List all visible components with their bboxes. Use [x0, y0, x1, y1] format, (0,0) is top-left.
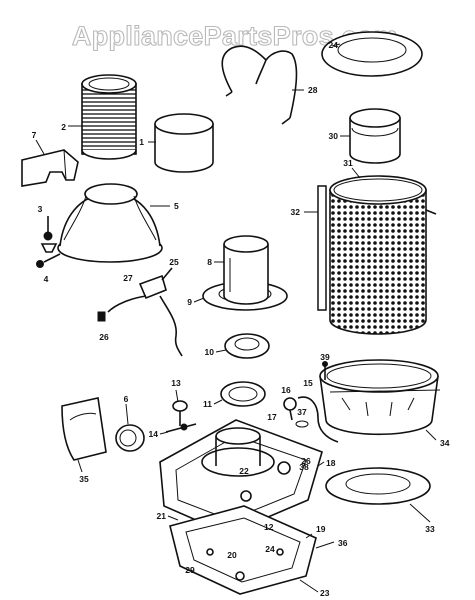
callout-6: 6: [124, 394, 129, 404]
callout-9: 9: [187, 297, 192, 307]
part-14-pin: [165, 423, 197, 433]
part-24-top-plate: [321, 31, 423, 77]
leader-lines: [35, 43, 437, 593]
part-27-igniter: [107, 267, 183, 357]
callout-1: 1: [139, 137, 144, 147]
callout-18: 18: [326, 458, 336, 468]
part-11-ring: [220, 381, 266, 407]
callout-31: 31: [343, 158, 353, 168]
part-32-rod: [317, 185, 327, 311]
callout-24b: 24: [265, 544, 275, 554]
callout-37: 37: [297, 407, 307, 417]
callout-15: 15: [303, 378, 313, 388]
callout-28: 28: [308, 85, 318, 95]
callout-33: 33: [425, 524, 435, 534]
callout-36: 36: [338, 538, 348, 548]
callout-10: 10: [205, 347, 215, 357]
callout-29: 29: [185, 565, 195, 575]
callout-25: 25: [169, 257, 179, 267]
part-6-cap: [115, 424, 145, 452]
callout-27: 27: [123, 273, 133, 283]
part-2-ringed-cylinder: [81, 74, 137, 160]
part-34-base-ring: [319, 359, 441, 436]
part-7-bracket: [21, 149, 79, 187]
part-26-clip: [97, 311, 106, 322]
callout-22: 22: [239, 466, 249, 476]
callout-23: 23: [320, 588, 330, 598]
part-1-chimney: [154, 113, 214, 173]
part-3-knob: [40, 216, 58, 253]
part-30-cylinder: [349, 108, 401, 164]
part-35-gauge-plate: [61, 397, 107, 461]
callout-11: 11: [203, 399, 212, 409]
callout-26: 26: [99, 332, 109, 342]
callout-38: 38: [299, 462, 309, 472]
part-10-gasket: [224, 333, 270, 359]
part-37-washer: [295, 420, 309, 428]
callout-8: 8: [207, 257, 212, 267]
callout-5: 5: [174, 201, 179, 211]
part-8-burner-cylinder: [223, 235, 269, 305]
part-15-wire: [297, 396, 339, 443]
callout-12: 12: [264, 522, 274, 532]
part-19-base-plate: [169, 505, 317, 595]
callout-4: 4: [44, 274, 49, 284]
part-18-tank-top: [159, 419, 323, 535]
callout-32: 32: [291, 207, 301, 217]
callout-30: 30: [329, 131, 339, 141]
callout-16: 16: [281, 385, 291, 395]
callout-7: 7: [32, 130, 37, 140]
callout-3: 3: [38, 204, 43, 214]
callout-13: 13: [171, 378, 181, 388]
part-16-fitting: [283, 397, 297, 421]
part-28-frame: [221, 45, 298, 125]
part-39-screw: [322, 361, 328, 380]
part-31-perforated-cylinder: [329, 175, 437, 335]
callout-24: 24: [329, 40, 339, 50]
callout-2: 2: [61, 122, 66, 132]
callout-19: 19: [316, 524, 326, 534]
callout-35: 35: [79, 474, 89, 484]
part-13-knob: [172, 400, 188, 426]
callout-34: 34: [440, 438, 450, 448]
callout-21: 21: [157, 511, 167, 521]
callout-14: 14: [149, 429, 159, 439]
callout-39: 39: [320, 352, 330, 362]
part-33-bottom-ring: [325, 467, 431, 505]
callout-20: 20: [227, 550, 237, 560]
part-4-screw: [36, 253, 61, 268]
part-5-burner-bowl: [57, 183, 163, 263]
callout-17: 17: [267, 412, 277, 422]
callout-26b: 26: [301, 456, 311, 466]
callout-labels: 1 2 3 4 5 6 7 8 9 10 11 12 13 14 15 16 1…: [32, 40, 450, 598]
